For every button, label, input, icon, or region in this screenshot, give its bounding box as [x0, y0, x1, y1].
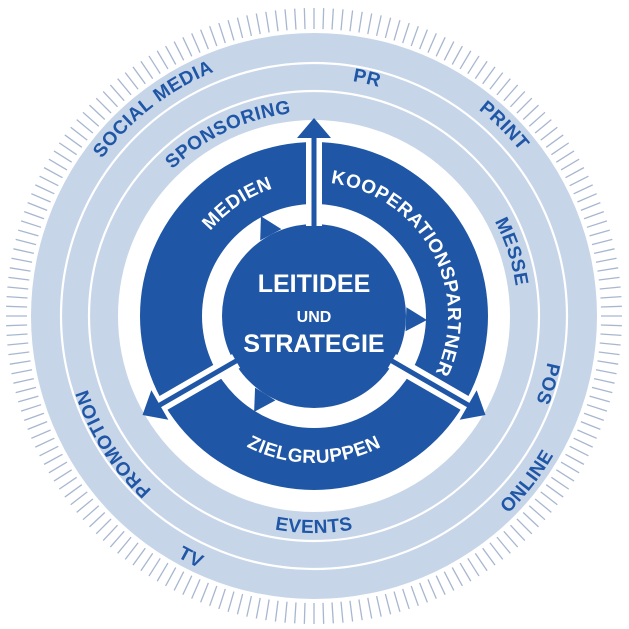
center-title-line2: UND: [297, 309, 332, 326]
middle-ring-divider: [87, 89, 541, 543]
cycle-arrow-top: [297, 118, 331, 228]
channel-events: EVENTS: [274, 514, 354, 538]
tick-ring: [6, 8, 622, 624]
cycle-notches: [254, 216, 427, 412]
cycle-arrow-lower-right: [387, 354, 486, 420]
center-title-line1: LEITIDEE: [258, 270, 371, 298]
outer-ring-divider: [59, 61, 569, 571]
cycle-ring: [140, 142, 488, 490]
cycle-arrow-lower-left: [142, 354, 241, 420]
center-title-line3: STRATEGIE: [243, 330, 384, 358]
center-circle: [222, 224, 406, 408]
